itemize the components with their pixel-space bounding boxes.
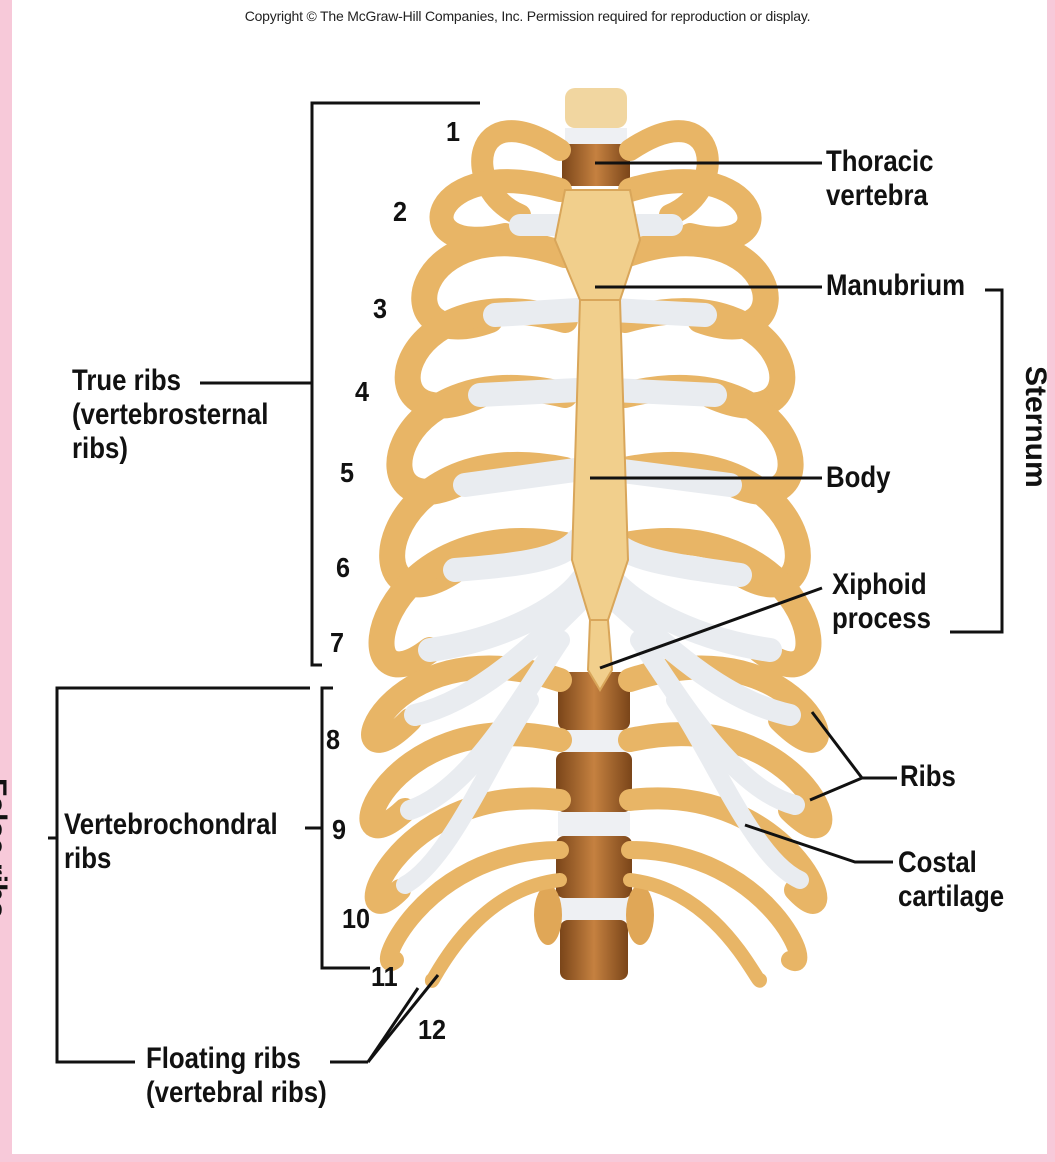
- label-xiphoid-line2: process: [832, 602, 931, 636]
- label-floating-line1: Floating ribs: [146, 1042, 327, 1076]
- label-xiphoid-line1: Xiphoid: [832, 568, 931, 602]
- rib-number-5: 5: [340, 458, 354, 488]
- label-costal-line1: Costal: [898, 846, 1004, 880]
- label-false-ribs: False ribs: [0, 778, 12, 918]
- label-thoracic-line1: Thoracic: [826, 145, 934, 179]
- rib-number-10: 10: [342, 904, 370, 934]
- label-floating-line2: (vertebral ribs): [146, 1076, 327, 1110]
- label-true-ribs-line3: ribs): [72, 432, 268, 466]
- label-vertebrochondral-ribs: Vertebrochondral ribs: [64, 808, 278, 876]
- rib-number-3: 3: [373, 294, 387, 324]
- rib-number-1: 1: [446, 117, 460, 147]
- label-sternum: Sternum: [1018, 366, 1052, 488]
- rib-number-11: 11: [371, 962, 398, 992]
- rib-number-4: 4: [355, 377, 369, 407]
- rib-number-9: 9: [332, 815, 346, 845]
- rib-number-6: 6: [336, 553, 350, 583]
- label-ribs: Ribs: [900, 760, 956, 794]
- label-costal-line2: cartilage: [898, 880, 1004, 914]
- rib-number-7: 7: [330, 628, 344, 658]
- label-floating-ribs: Floating ribs (vertebral ribs): [146, 1042, 327, 1110]
- rib-number-12: 12: [418, 1015, 446, 1045]
- label-costal-cartilage: Costal cartilage: [898, 846, 1004, 914]
- label-body: Body: [826, 461, 891, 495]
- label-thoracic-vertebra: Thoracic vertebra: [826, 145, 934, 213]
- label-true-ribs: True ribs (vertebrosternal ribs): [72, 364, 268, 466]
- rib-number-8: 8: [326, 725, 340, 755]
- label-xiphoid-process: Xiphoid process: [832, 568, 931, 636]
- label-true-ribs-line1: True ribs: [72, 364, 268, 398]
- label-true-ribs-line2: (vertebrosternal: [72, 398, 268, 432]
- label-vertebrochondral-line1: Vertebrochondral: [64, 808, 278, 842]
- label-manubrium: Manubrium: [826, 269, 965, 303]
- label-vertebrochondral-line2: ribs: [64, 842, 278, 876]
- rib-number-2: 2: [393, 197, 407, 227]
- label-thoracic-line2: vertebra: [826, 179, 934, 213]
